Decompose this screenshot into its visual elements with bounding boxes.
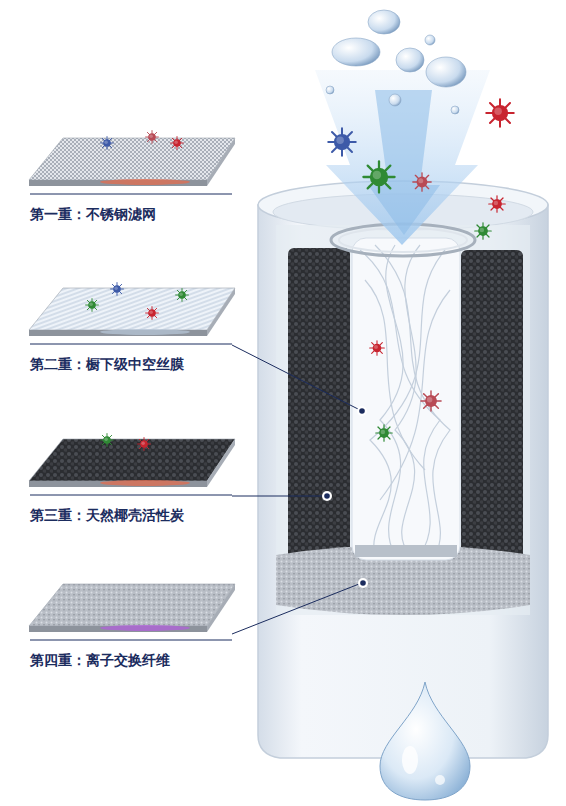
layer-label: 第二重：橱下级中空丝膜	[25, 355, 237, 373]
layer-label: 第一重：不锈钢滤网	[25, 205, 237, 223]
layer-label: 第四重：离子交换纤维	[25, 651, 237, 669]
layer-slab	[25, 576, 240, 642]
layer-slab	[25, 130, 240, 196]
filter-layer: 第一重：不锈钢滤网	[25, 130, 237, 227]
filter-layer: 第四重：离子交换纤维	[25, 576, 237, 673]
layer-slab	[25, 431, 240, 497]
layer-slab	[25, 280, 240, 346]
filter-layer: 第三重：天然椰壳活性炭	[25, 431, 237, 528]
layer-label: 第三重：天然椰壳活性炭	[25, 506, 237, 524]
filter-layer: 第二重：橱下级中空丝膜	[25, 280, 237, 377]
